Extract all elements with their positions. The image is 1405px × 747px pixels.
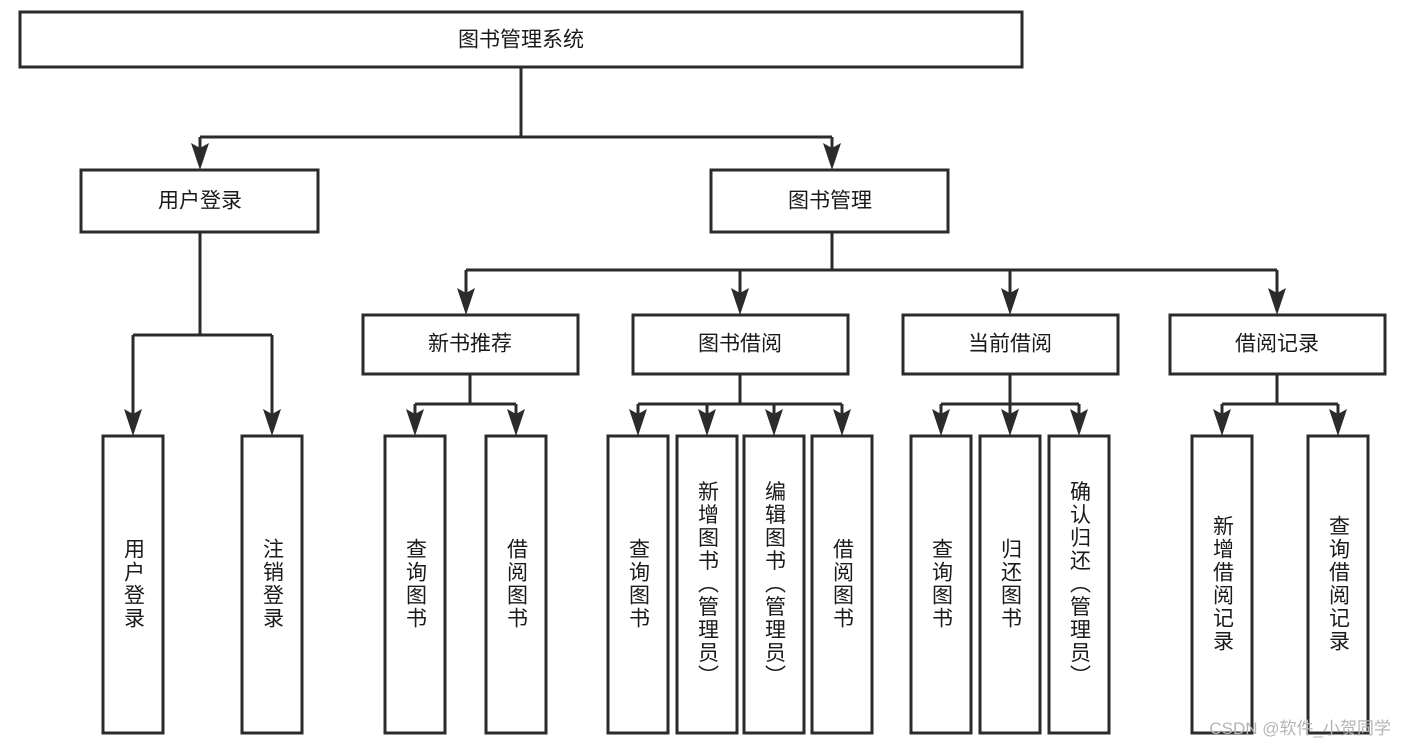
node-root-box[interactable] xyxy=(18,10,1024,69)
node-user-login[interactable]: 用户登录 xyxy=(79,168,320,234)
arrowhead-bo-leaf-0 xyxy=(629,409,647,436)
node-user-login-box[interactable] xyxy=(79,168,320,234)
node-new-book-recommend-box[interactable] xyxy=(361,313,580,376)
node-current-borrow[interactable]: 当前借阅 xyxy=(901,313,1120,376)
leaf-user-login-0-box[interactable] xyxy=(101,434,165,735)
arrowhead-leaf-user-login-1 xyxy=(263,409,281,436)
leaf-current-0-label: 查询图书 xyxy=(930,538,954,630)
arrowhead-bo-leaf-1 xyxy=(698,409,716,436)
node-borrow-records-box[interactable] xyxy=(1168,313,1387,376)
arrowhead-l3-1 xyxy=(731,288,749,315)
leaf-current-1-box[interactable] xyxy=(978,434,1042,735)
arrowhead-bo-leaf-3 xyxy=(833,409,851,436)
edge-group-new-book xyxy=(406,374,525,436)
node-current-borrow-label: 当前借阅 xyxy=(968,333,1052,356)
leaf-node[interactable]: 新增借阅记录 xyxy=(1190,434,1254,735)
leaf-node[interactable]: 借阅图书 xyxy=(810,434,874,735)
leaf-user-login-1-label: 注销登录 xyxy=(261,538,285,630)
arrowhead-l3-0 xyxy=(457,288,475,315)
leaf-node[interactable]: 用户登录 xyxy=(101,434,165,735)
arrowhead-nb-leaf-0 xyxy=(406,409,424,436)
node-current-borrow-box[interactable] xyxy=(901,313,1120,376)
node-book-borrow[interactable]: 图书借阅 xyxy=(631,313,850,376)
node-borrow-records[interactable]: 借阅记录 xyxy=(1168,313,1387,376)
node-new-book-recommend[interactable]: 新书推荐 xyxy=(361,313,580,376)
leaf-borrow-0-box[interactable] xyxy=(606,434,670,735)
edge-group-current xyxy=(932,374,1088,436)
leaf-new-book-1-box[interactable] xyxy=(484,434,548,735)
leaf-borrow-0-label: 查询图书 xyxy=(627,538,651,630)
leaf-node[interactable]: 查询图书 xyxy=(606,434,670,735)
arrowhead-l3-3 xyxy=(1268,288,1286,315)
node-book-manage[interactable]: 图书管理 xyxy=(709,168,950,234)
node-root[interactable]: 图书管理系统 xyxy=(18,10,1024,69)
arrowhead-bo-leaf-2 xyxy=(765,409,783,436)
node-book-manage-box[interactable] xyxy=(709,168,950,234)
leaf-node[interactable]: 归还图书 xyxy=(978,434,1042,735)
edge-group-book-manage xyxy=(457,232,1286,315)
leaf-records-1-label: 查询借阅记录 xyxy=(1327,515,1351,653)
leaf-borrow-2-label: 编辑图书（管理员） xyxy=(763,481,787,688)
arrowhead-re-leaf-0 xyxy=(1213,409,1231,436)
arrowhead-cu-leaf-0 xyxy=(932,409,950,436)
node-borrow-records-label: 借阅记录 xyxy=(1235,333,1319,356)
leaf-node[interactable]: 确认归还（管理员） xyxy=(1047,434,1111,735)
leaf-current-2-box[interactable] xyxy=(1047,434,1111,735)
leaf-records-1-box[interactable] xyxy=(1306,434,1370,735)
arrowhead-nb-leaf-1 xyxy=(507,409,525,436)
arrowhead-user-login xyxy=(191,143,209,170)
leaf-node[interactable]: 查询图书 xyxy=(909,434,973,735)
leaf-node[interactable]: 查询借阅记录 xyxy=(1306,434,1370,735)
arrowhead-re-leaf-1 xyxy=(1329,409,1347,436)
leaf-borrow-1-label: 新增图书（管理员） xyxy=(696,481,720,688)
leaf-new-book-0-box[interactable] xyxy=(383,434,447,735)
leaf-user-login-0-label: 用户登录 xyxy=(122,538,146,630)
edge-group-root xyxy=(191,67,841,170)
leaf-borrow-1-box[interactable] xyxy=(675,434,739,735)
leaf-current-1-label: 归还图书 xyxy=(999,538,1023,630)
node-root-label: 图书管理系统 xyxy=(458,29,584,52)
leaf-node[interactable]: 查询图书 xyxy=(383,434,447,735)
leaf-node[interactable]: 新增图书（管理员） xyxy=(675,434,739,735)
edge-group-user-login xyxy=(124,232,281,436)
arrowhead-leaf-user-login-0 xyxy=(124,409,142,436)
leaf-user-login-1-box[interactable] xyxy=(240,434,304,735)
arrowhead-cu-leaf-2 xyxy=(1070,409,1088,436)
leaf-borrow-3-label: 借阅图书 xyxy=(831,538,855,630)
leaf-current-2-label: 确认归还（管理员） xyxy=(1068,481,1092,688)
node-new-book-recommend-label: 新书推荐 xyxy=(428,333,512,356)
arrowhead-l3-2 xyxy=(1001,288,1019,315)
leaf-records-0-box[interactable] xyxy=(1190,434,1254,735)
arrowhead-book-manage xyxy=(823,143,841,170)
node-book-borrow-box[interactable] xyxy=(631,313,850,376)
leaf-current-0-box[interactable] xyxy=(909,434,973,735)
leaf-records-0-label: 新增借阅记录 xyxy=(1211,515,1235,653)
leaf-borrow-2-box[interactable] xyxy=(742,434,806,735)
arrowhead-cu-leaf-1 xyxy=(1001,409,1019,436)
leaf-node[interactable]: 借阅图书 xyxy=(484,434,548,735)
node-book-borrow-label: 图书借阅 xyxy=(698,333,782,356)
edge-group-records xyxy=(1213,374,1347,436)
node-user-login-label: 用户登录 xyxy=(158,190,242,213)
leaf-node[interactable]: 注销登录 xyxy=(240,434,304,735)
leaf-new-book-1-label: 借阅图书 xyxy=(505,538,529,630)
node-book-manage-label: 图书管理 xyxy=(788,190,872,213)
edge-group-borrow xyxy=(629,374,851,436)
leaf-node[interactable]: 编辑图书（管理员） xyxy=(742,434,806,735)
leaf-borrow-3-box[interactable] xyxy=(810,434,874,735)
leaf-new-book-0-label: 查询图书 xyxy=(404,538,428,630)
